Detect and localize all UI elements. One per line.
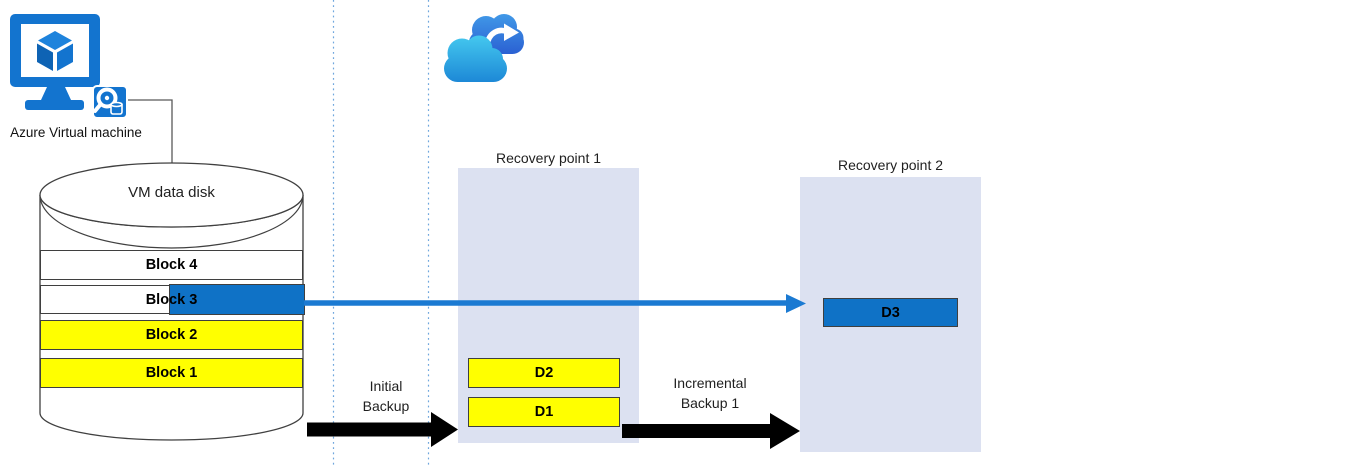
- backup-cloud-icon: [444, 14, 524, 82]
- disk-management-icon: [92, 85, 128, 119]
- disk-block-1: Block 1: [40, 358, 303, 388]
- recovery-block-d2: D2: [468, 358, 620, 388]
- disk-block-3-label: Block 3: [145, 291, 198, 308]
- disk-block-2-label: Block 2: [145, 327, 198, 343]
- azure-vm-label: Azure Virtual machine: [10, 125, 142, 140]
- initial-backup-label: Initial Backup: [333, 376, 439, 416]
- cylinder-lid: [39, 162, 304, 228]
- recovery-block-d3: D3: [823, 298, 958, 327]
- cube-icon: [37, 31, 73, 71]
- initial-backup-line2: Backup: [362, 398, 410, 414]
- disk-block-1-label: Block 1: [145, 365, 198, 381]
- disk-block-2: Block 2: [40, 320, 303, 350]
- recovery-point-1-title: Recovery point 1: [495, 150, 602, 166]
- azure-vm-icon: [10, 14, 128, 119]
- monitor-stand-neck: [41, 87, 71, 100]
- vm-to-disk-connector: [127, 99, 173, 163]
- incremental-backup-line2: Backup 1: [680, 395, 740, 411]
- initial-backup-line1: Initial: [369, 378, 403, 394]
- monitor-stand-base: [25, 100, 84, 110]
- disk-block-4: Block 4: [40, 250, 303, 280]
- cylinder-body: [39, 194, 304, 441]
- disk-block-3: Block 3: [40, 284, 305, 315]
- vm-data-disk-title: VM data disk: [128, 184, 215, 201]
- incremental-backup-label: Incremental Backup 1: [640, 373, 780, 413]
- recovery-block-d3-label: D3: [881, 304, 900, 321]
- changed-block-highlight: [168, 284, 305, 315]
- disk-block-4-label: Block 4: [145, 257, 198, 273]
- incremental-backup-line1: Incremental: [673, 375, 747, 391]
- recovery-block-d1: D1: [468, 397, 620, 427]
- cylinder-rim-arc: [39, 194, 304, 249]
- recovery-block-d2-label: D2: [534, 365, 554, 381]
- recovery-block-d1-label: D1: [534, 404, 554, 420]
- front-cloud: [444, 35, 507, 82]
- recovery-point-2-title: Recovery point 2: [837, 157, 944, 173]
